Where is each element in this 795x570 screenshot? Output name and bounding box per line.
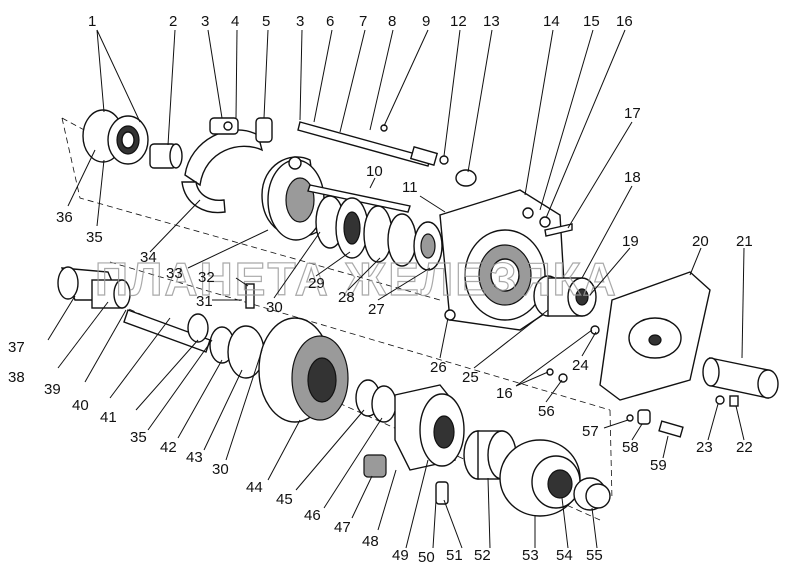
callout-58: 58 (622, 439, 639, 456)
planet-carrier-part-49 (394, 384, 465, 471)
callout-45: 45 (276, 491, 293, 508)
callout-16: 16 (496, 385, 513, 402)
rod-part-10 (307, 184, 411, 213)
callout-39: 39 (44, 381, 61, 398)
callout-6: 6 (326, 13, 334, 30)
callout-59: 59 (650, 457, 667, 474)
callout-43: 43 (186, 449, 203, 466)
stud-part-59 (658, 420, 684, 438)
callout-17: 17 (624, 105, 641, 122)
callout-35: 35 (130, 429, 147, 446)
callout-31: 31 (196, 293, 213, 310)
callout-16: 16 (616, 13, 633, 30)
callout-11: 11 (402, 179, 418, 196)
callout-36: 36 (56, 209, 73, 226)
gear-part-52 (463, 430, 517, 480)
needle-bearing-part-47 (363, 454, 387, 478)
callout-56: 56 (538, 403, 555, 420)
callout-40: 40 (72, 397, 89, 414)
callout-labels: 1 2 3 4 5 3 6 7 8 9 12 13 14 15 16 17 18… (8, 13, 753, 566)
callout-18: 18 (624, 169, 641, 186)
splined-shaft-part-40 (123, 309, 211, 353)
cap-part-55 (573, 477, 611, 511)
callout-53: 53 (522, 547, 539, 564)
callout-12: 12 (450, 13, 467, 30)
callout-50: 50 (418, 549, 435, 566)
callout-20: 20 (692, 233, 709, 250)
callout-34: 34 (140, 249, 157, 266)
callout-3: 3 (296, 13, 304, 30)
callout-5: 5 (262, 13, 270, 30)
callout-26: 26 (430, 359, 447, 376)
callout-54: 54 (556, 547, 573, 564)
bearing-part-46 (371, 385, 397, 423)
callout-25: 25 (462, 369, 479, 386)
nut-part-56 (558, 373, 568, 383)
callout-30: 30 (212, 461, 229, 478)
callout-22: 22 (736, 439, 753, 456)
callout-44: 44 (246, 479, 263, 496)
shaft-part-8 (297, 121, 439, 167)
callout-27: 27 (368, 301, 385, 318)
callout-7: 7 (359, 13, 367, 30)
callout-57: 57 (582, 423, 599, 440)
callout-42: 42 (160, 439, 177, 456)
cylinder-part-21 (702, 357, 779, 399)
callout-55: 55 (586, 547, 603, 564)
callout-52: 52 (474, 547, 491, 564)
ring-gear-part-44 (258, 317, 349, 423)
splined-shaft-part-18 (533, 275, 597, 317)
callout-13: 13 (483, 13, 500, 30)
callout-32: 32 (198, 269, 215, 286)
callout-48: 48 (362, 533, 379, 550)
callout-30: 30 (266, 299, 283, 316)
clamp-band-part-4 (181, 117, 273, 214)
callout-4: 4 (231, 13, 239, 30)
watermark-text: ПЛАНЕТА ЖЕЛЕЗЯКА (95, 253, 618, 305)
gear-stack-part-28 (315, 195, 443, 271)
callout-14: 14 (543, 13, 560, 30)
callout-38: 38 (8, 369, 25, 386)
callout-28: 28 (338, 289, 355, 306)
callout-10: 10 (366, 163, 383, 180)
bearing-part-1 (82, 109, 149, 165)
callout-3: 3 (201, 13, 209, 30)
callout-1: 1 (88, 13, 96, 30)
callout-35: 35 (86, 229, 103, 246)
bushing-part-13 (455, 169, 477, 187)
callout-24: 24 (572, 357, 589, 374)
callout-51: 51 (446, 547, 463, 564)
callout-33: 33 (166, 265, 183, 282)
callout-9: 9 (422, 13, 430, 30)
callout-47: 47 (334, 519, 351, 536)
washer-part-23 (715, 395, 725, 405)
drum-part-53 (499, 439, 581, 517)
bolt-part-32 (245, 283, 255, 309)
callout-19: 19 (622, 233, 639, 250)
callout-29: 29 (308, 275, 325, 292)
callout-8: 8 (388, 13, 396, 30)
callout-23: 23 (696, 439, 713, 456)
callout-2: 2 (169, 13, 177, 30)
callout-41: 41 (100, 409, 117, 426)
lower-assembly (57, 266, 684, 517)
callout-49: 49 (392, 547, 409, 564)
leader-lines (47, 29, 745, 549)
bolt-part-17 (544, 223, 573, 237)
callout-46: 46 (304, 507, 321, 524)
callout-21: 21 (736, 233, 753, 250)
callout-37: 37 (8, 339, 25, 356)
nut-part-58 (637, 409, 651, 425)
nut-part-12 (439, 155, 449, 165)
upper-assembly (82, 109, 779, 407)
housing-part-34 (261, 156, 325, 241)
washer-part-57 (626, 414, 634, 422)
pin-part-51 (435, 481, 449, 505)
bushing-part-2 (149, 143, 183, 169)
bolt-part-22 (729, 395, 739, 407)
cover-plate-part-20 (599, 271, 711, 401)
callout-15: 15 (583, 13, 600, 30)
